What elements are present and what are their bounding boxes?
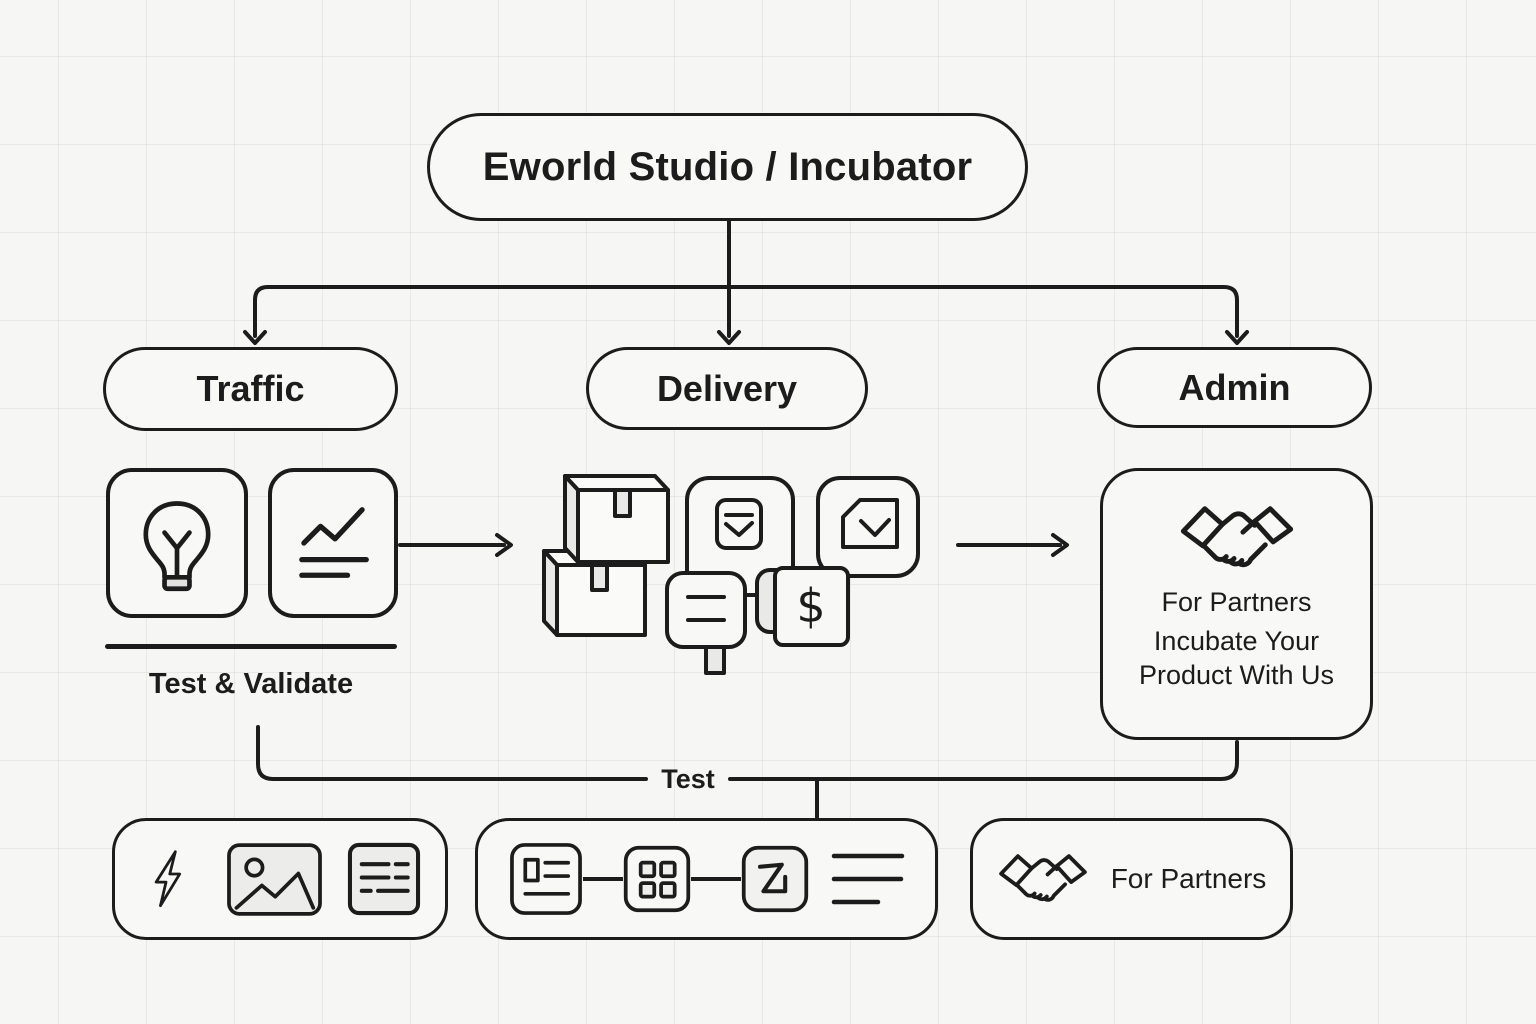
analytics-icon-box <box>268 468 398 618</box>
download-document-icon <box>816 476 920 578</box>
test-connector-label: Test <box>661 764 715 794</box>
traffic-arrowhead <box>243 330 267 345</box>
image-icon <box>226 842 323 917</box>
delivery-node: Delivery <box>586 347 868 430</box>
idea-icon-box <box>106 468 248 618</box>
traffic-caption: Test & Validate <box>148 668 354 700</box>
admin-card-subtitle: Incubate Your Product With Us <box>1138 626 1335 690</box>
traffic-underline <box>105 644 397 649</box>
icon-connector-line <box>690 877 741 881</box>
admin-card-title: For Partners <box>1161 587 1312 617</box>
traffic-node-label: Traffic <box>196 368 305 409</box>
trend-chart-icon <box>281 491 385 595</box>
document-icon <box>347 842 421 916</box>
price-tag-icon: $ <box>755 566 850 647</box>
delivery-arrowhead <box>717 330 741 345</box>
partners-card: For Partners <box>970 818 1293 940</box>
root-node-label: Eworld Studio / Incubator <box>482 144 973 189</box>
assets-card <box>112 818 448 940</box>
pipeline-card <box>475 818 938 940</box>
article-icon <box>509 842 583 916</box>
delivery-to-admin-arrowhead <box>1051 533 1069 557</box>
sign-icon <box>665 571 747 675</box>
delivery-node-label: Delivery <box>656 367 798 409</box>
dollar-symbol: $ <box>796 579 825 633</box>
z-logo-icon <box>741 842 809 916</box>
package-top-icon <box>563 474 670 564</box>
grid-icon <box>623 845 691 913</box>
branch-bar-line <box>253 285 1239 338</box>
admin-arrowhead <box>1225 330 1249 345</box>
handshake-icon <box>1178 497 1296 579</box>
icon-connector-line <box>582 877 623 881</box>
admin-node: Admin <box>1097 347 1372 428</box>
handshake-icon <box>997 847 1089 911</box>
traffic-node: Traffic <box>103 347 398 431</box>
test-line-left <box>256 725 648 781</box>
test-line-right <box>728 740 1239 781</box>
admin-node-label: Admin <box>1178 366 1291 408</box>
partners-card-label: For Partners <box>1110 863 1267 894</box>
delivery-icon-cluster: $ <box>542 474 920 675</box>
root-node: Eworld Studio / Incubator <box>427 113 1028 221</box>
traffic-to-delivery-arrowhead <box>495 533 513 557</box>
admin-partners-card: For Partners Incubate Your Product With … <box>1100 468 1373 740</box>
lightning-icon <box>140 841 202 917</box>
lightbulb-icon <box>125 491 229 595</box>
text-lines-icon <box>831 853 904 905</box>
